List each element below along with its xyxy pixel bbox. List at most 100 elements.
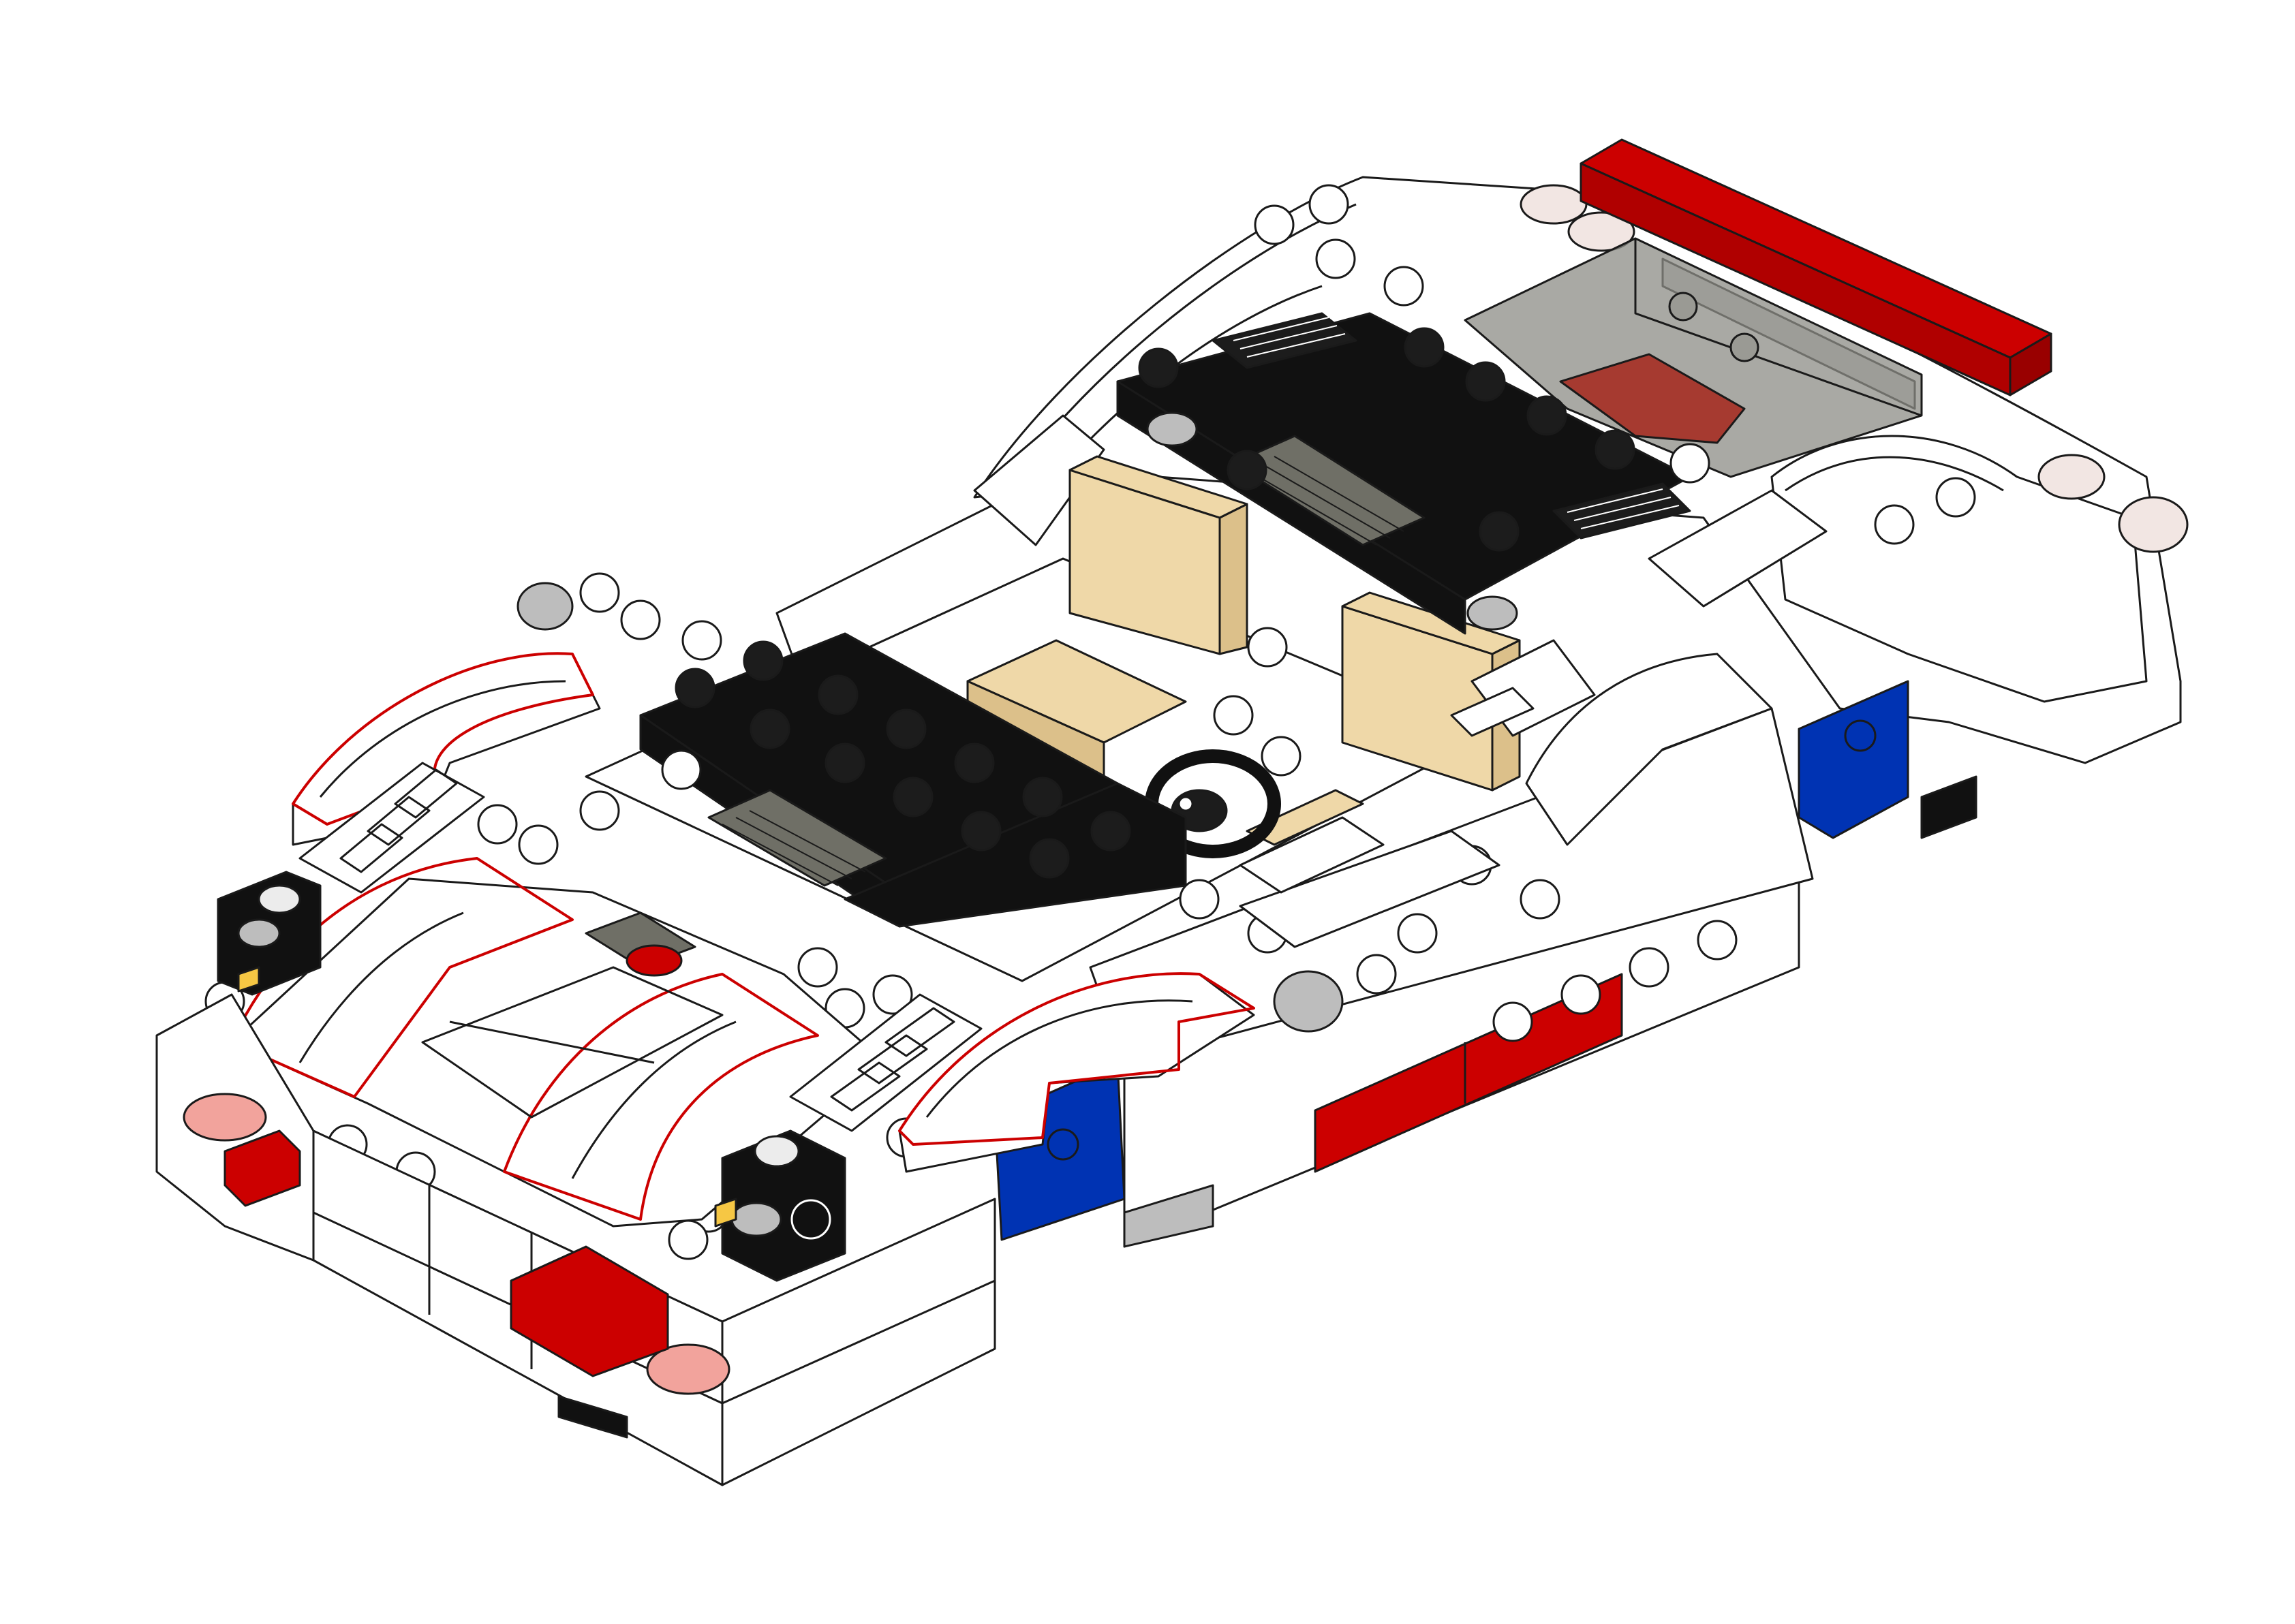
front-deck-stud (961, 811, 1002, 852)
white-stud (1254, 204, 1295, 245)
hood-curve-left (298, 911, 464, 1063)
rear-deck-studs (1138, 327, 1635, 552)
front-deck-stud (886, 708, 927, 749)
rear-light-right-2 (2118, 496, 2189, 553)
white-stud (1356, 954, 1397, 995)
front-red-left (224, 1129, 301, 1207)
front-deck-stud (750, 708, 790, 749)
bracket-left-hub (258, 884, 301, 914)
white-stud (872, 974, 913, 1015)
front-deck-stud (1022, 777, 1063, 817)
white-stud (1308, 184, 1349, 225)
headlight-brackets (217, 582, 1344, 1282)
vent-tiles (298, 762, 983, 1132)
spoiler-end-face (2009, 332, 2052, 396)
seat-right-back-top (1341, 591, 1521, 655)
front-deck (639, 632, 1187, 928)
front-fenders (292, 652, 1255, 1173)
front-deck-gray-tiles (707, 789, 887, 887)
rear-window-red-interior (1559, 353, 1746, 444)
seat-right-cushion-top (1246, 789, 1364, 846)
white-stud (1874, 504, 1915, 545)
white-stud (518, 824, 559, 865)
white-stud (1213, 695, 1254, 736)
front-deck-stud (893, 777, 934, 817)
white-stud (1629, 947, 1669, 988)
rear-window (1464, 237, 1923, 478)
vent-left (298, 762, 485, 894)
bumper-line-2 (722, 1279, 996, 1405)
yellow-accent-right (714, 1198, 737, 1228)
bracket-right (721, 1129, 846, 1282)
rear-deck-stud (1479, 511, 1520, 552)
vent-right-slats (830, 1007, 955, 1112)
hub-front-left (237, 918, 281, 948)
rear-deck-stud (1595, 429, 1635, 470)
white-stud (1935, 477, 1976, 518)
hub-left-side (517, 582, 574, 631)
front-chin (557, 1395, 628, 1439)
front-left-fender-trim (292, 652, 594, 826)
front-deck-stud (1029, 838, 1070, 879)
front-deck-stud (743, 640, 784, 681)
rear-deck-stud (1526, 395, 1567, 436)
yellow-accent-left (237, 966, 260, 993)
seat-left-back-top (1068, 455, 1248, 519)
rear-hub-left (1146, 411, 1198, 447)
rear-window-stud (1668, 292, 1698, 322)
rear-deck-gray-lines (1246, 456, 1404, 546)
front-right-fender-trim (898, 972, 1255, 1146)
front-deck-gray-lines (722, 810, 866, 886)
front-right-fender-curve (925, 999, 1193, 1118)
white-stud (1560, 974, 1601, 1015)
white-stud (1261, 736, 1301, 777)
right-side-panels (1239, 489, 1828, 948)
front-red-grille (510, 1245, 669, 1377)
front-light-left (183, 1093, 267, 1142)
bracket-right-hole (790, 1199, 831, 1240)
front-deck-stud (825, 743, 865, 783)
white-stud (1247, 627, 1288, 668)
white-stud (1669, 443, 1710, 484)
front-deck-studs (675, 640, 1131, 879)
hood-left-trim (230, 857, 574, 1098)
white-stud (1383, 266, 1424, 307)
rear-window-edge (1634, 238, 1922, 417)
white-stud (1520, 879, 1560, 920)
left-wall-slope (973, 414, 1105, 546)
hood-right-trim (503, 973, 819, 1221)
front-deck-stud (818, 674, 859, 715)
vent-right (789, 993, 983, 1132)
white-stud (1492, 1001, 1533, 1042)
right-door-top (1239, 830, 1500, 948)
white-stud (620, 599, 661, 640)
blue-panel-rear (1798, 680, 1909, 839)
white-stud (797, 947, 838, 988)
rear-deck (1116, 312, 1691, 635)
white-stud (681, 620, 722, 661)
white-stud (1315, 238, 1356, 279)
white-stud (661, 749, 702, 790)
white-stud (477, 804, 518, 845)
right-door-slope (1525, 653, 1773, 846)
hood-center-line (449, 1020, 655, 1064)
white-stud (1397, 913, 1438, 954)
right-tile-1 (1239, 816, 1385, 894)
rear-deck-grille-lines-2 (1567, 488, 1680, 529)
hub-right-side (1273, 970, 1344, 1033)
rear-light-right (2037, 454, 2106, 500)
blue-panel-stud-rear (1844, 719, 1877, 752)
white-stud (579, 572, 620, 613)
seat-left-back-side (1218, 503, 1248, 655)
white-stud (668, 1219, 709, 1260)
hood-red-detail (626, 944, 683, 977)
hood-curve-right (571, 1020, 737, 1179)
rear-hub-right (1466, 595, 1518, 631)
front-deck-stud (1090, 811, 1131, 852)
white-stud (1697, 920, 1738, 961)
right-upper-slope (1648, 489, 1828, 608)
rear-window-stud-2 (1729, 332, 1759, 362)
white-stud (1179, 879, 1220, 920)
